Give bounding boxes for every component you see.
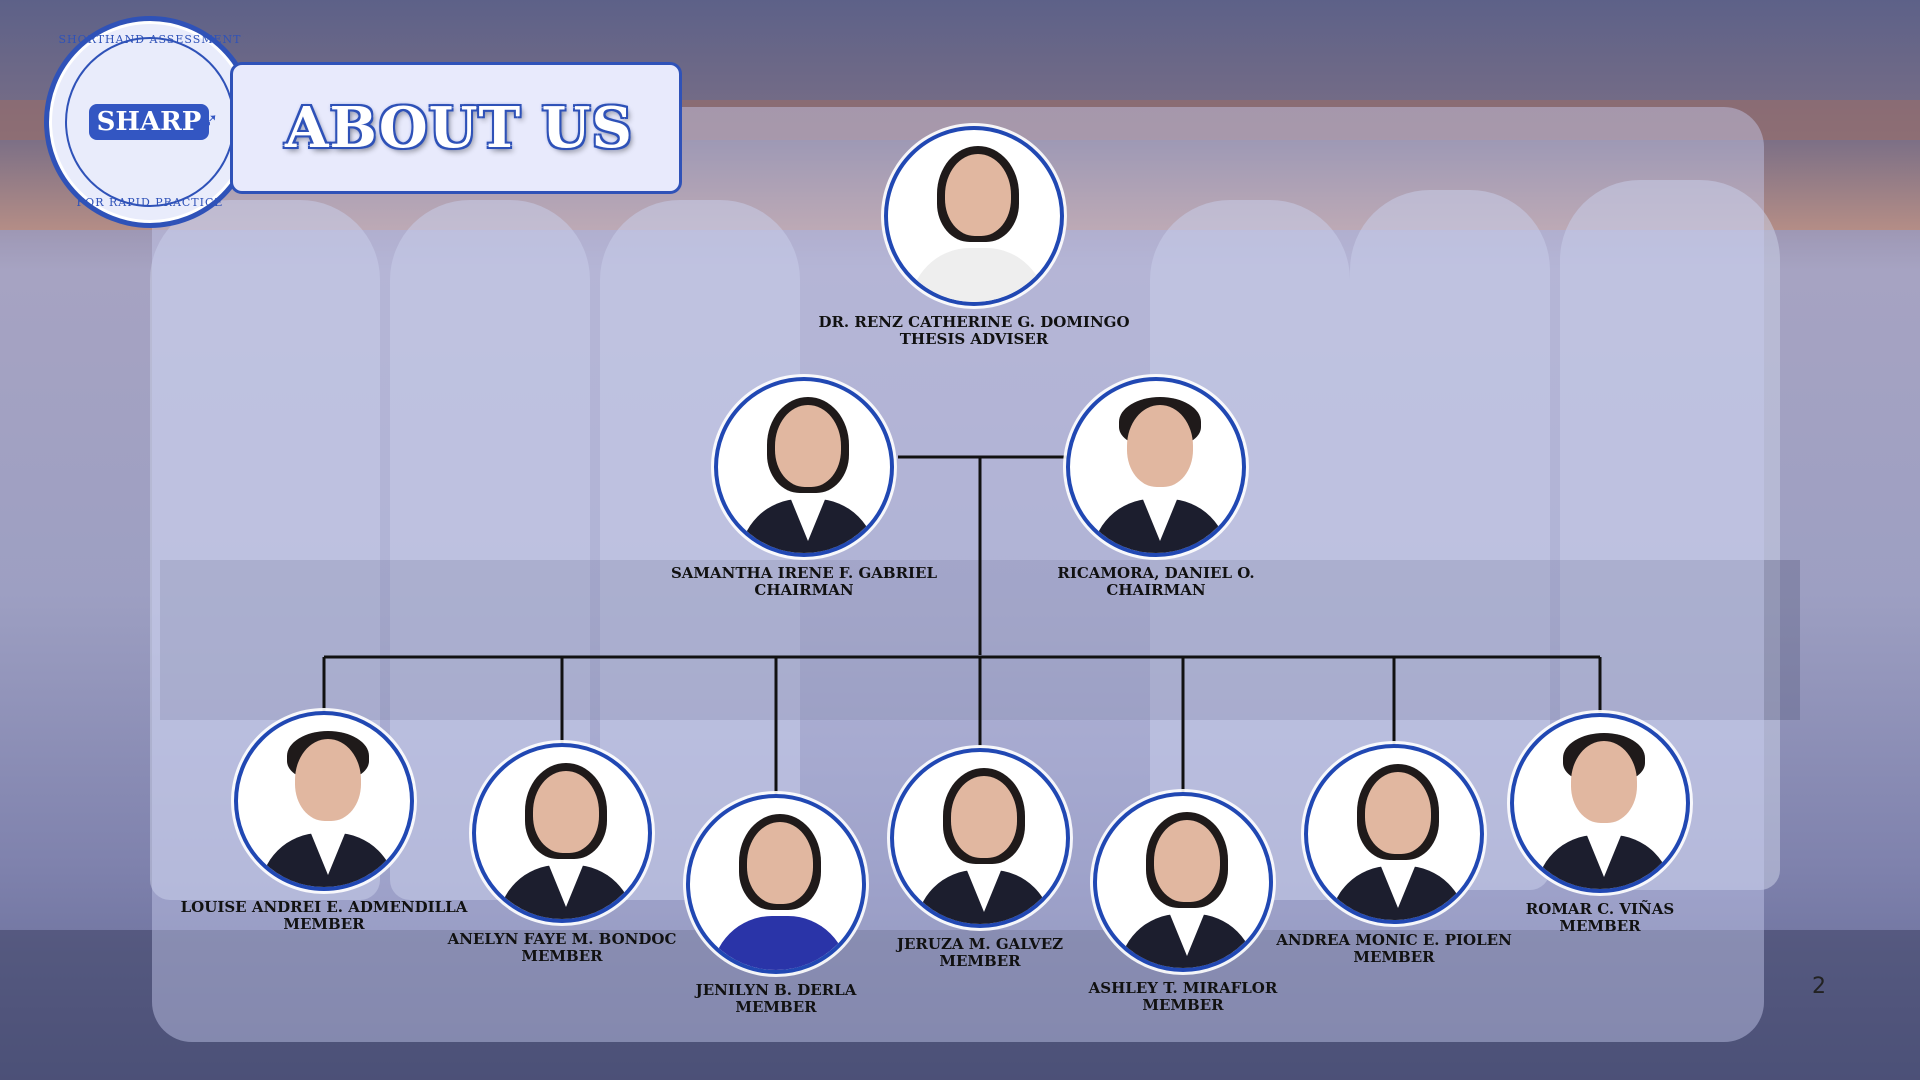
member-photo: [1510, 713, 1690, 893]
member-name: ASHLEY T. MIRAFLOR: [1088, 979, 1278, 997]
member-card: ROMAR C. VIÑAS MEMBER: [1510, 713, 1690, 935]
member-card: LOUISE ANDREI E. ADMENDILLA MEMBER: [181, 711, 467, 933]
member-name: ANDREA MONIC E. PIOLEN: [1276, 931, 1512, 949]
member-card: JENILYN B. DERLA MEMBER: [686, 794, 866, 1016]
member-role: MEMBER: [1559, 917, 1641, 935]
member-name: JERUZA M. GALVEZ: [896, 935, 1064, 953]
member-card: ANDREA MONIC E. PIOLEN MEMBER: [1276, 744, 1512, 966]
wing-icon: ➶: [199, 107, 220, 135]
adviser-photo: [884, 126, 1064, 306]
member-role: MEMBER: [521, 947, 603, 965]
chairman-photo: [1066, 377, 1246, 557]
page-title: ABOUT US: [285, 95, 633, 161]
chairman-card: SAMANTHA IRENE F. GABRIEL CHAIRMAN: [671, 377, 937, 599]
chairman-role: CHAIRMAN: [754, 581, 854, 599]
sharp-logo: SHORTHAND ASSESSMENT SHARP ➶ FOR RAPID P…: [44, 16, 256, 228]
chairman-name: SAMANTHA IRENE F. GABRIEL: [670, 564, 938, 582]
member-card: ANELYN FAYE M. BONDOC MEMBER: [448, 743, 676, 965]
member-role: MEMBER: [283, 915, 365, 933]
member-card: JERUZA M. GALVEZ MEMBER: [890, 748, 1070, 970]
logo-badge: SHARP: [89, 104, 209, 140]
chairman-card: RICAMORA, DANIEL O. CHAIRMAN: [1057, 377, 1255, 599]
chairman-name: RICAMORA, DANIEL O.: [1057, 564, 1255, 582]
member-name: LOUISE ANDREI E. ADMENDILLA: [180, 898, 468, 916]
member-role: MEMBER: [1353, 948, 1435, 966]
member-role: MEMBER: [939, 952, 1021, 970]
logo-bottom-text: FOR RAPID PRACTICE: [76, 196, 224, 209]
member-role: MEMBER: [735, 998, 817, 1016]
member-role: MEMBER: [1142, 996, 1224, 1014]
title-banner: ABOUT US: [230, 62, 682, 194]
member-photo: [686, 794, 866, 974]
member-photo: [472, 743, 652, 923]
member-name: ANELYN FAYE M. BONDOC: [447, 930, 677, 948]
logo-top-text: SHORTHAND ASSESSMENT: [58, 33, 242, 46]
adviser-role: THESIS ADVISER: [899, 330, 1049, 348]
member-name: ROMAR C. VIÑAS: [1525, 900, 1675, 918]
member-photo: [890, 748, 1070, 928]
member-photo: [1093, 792, 1273, 972]
adviser-name: DR. RENZ CATHERINE G. DOMINGO: [818, 313, 1130, 331]
adviser-card: DR. RENZ CATHERINE G. DOMINGO THESIS ADV…: [818, 126, 1130, 348]
member-card: ASHLEY T. MIRAFLOR MEMBER: [1089, 792, 1277, 1014]
member-photo: [234, 711, 414, 891]
chairman-role: CHAIRMAN: [1106, 581, 1206, 599]
page-number: 2: [1812, 974, 1826, 999]
member-name: JENILYN B. DERLA: [695, 981, 857, 999]
member-photo: [1304, 744, 1484, 924]
chairman-photo: [714, 377, 894, 557]
